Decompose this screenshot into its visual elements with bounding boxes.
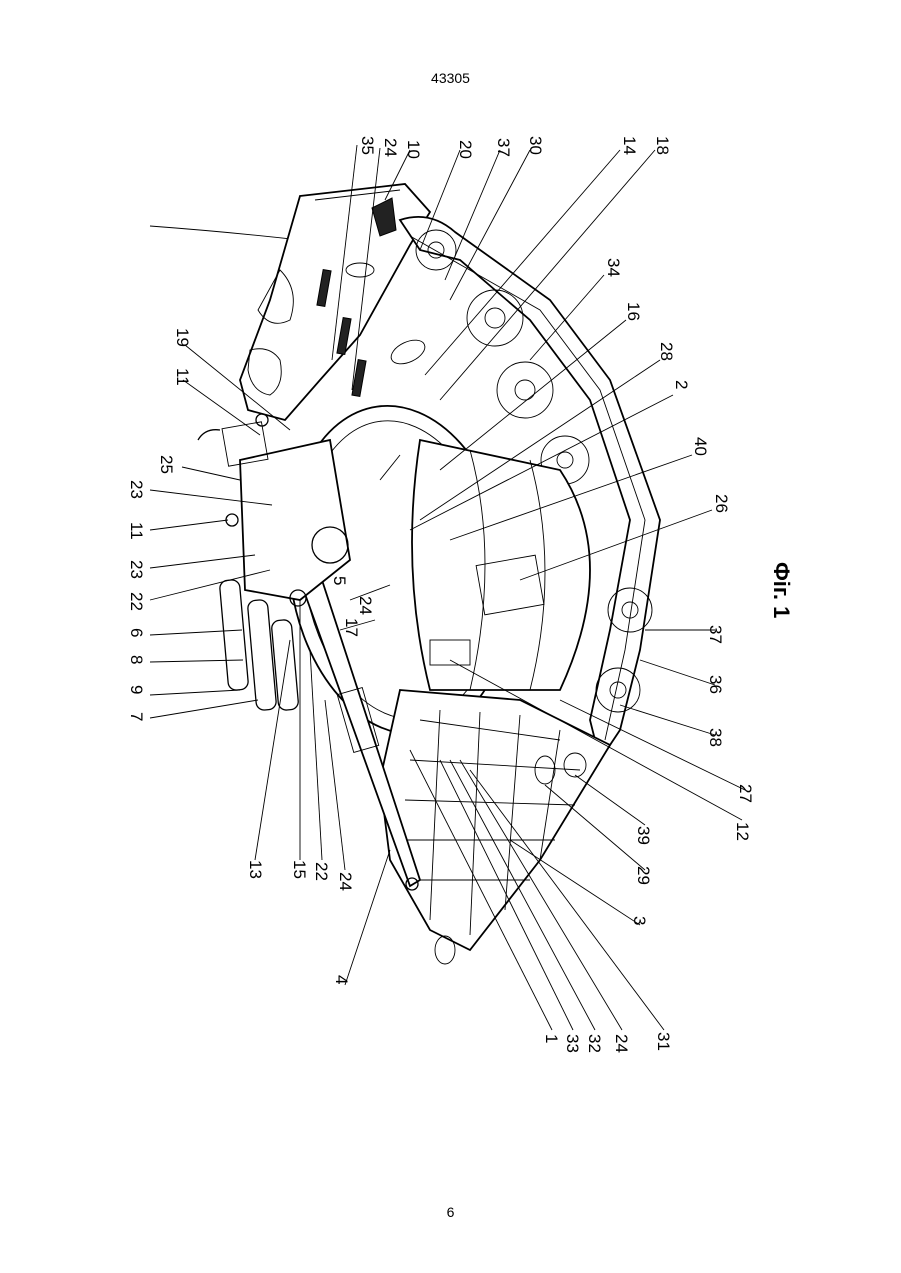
part-label: 18 xyxy=(653,136,672,155)
part-label: 28 xyxy=(657,342,676,361)
part-label: 31 xyxy=(654,1032,673,1051)
part-label: 7 xyxy=(127,712,146,721)
part-label: 10 xyxy=(404,140,423,159)
figure-caption: Фіг. 1 xyxy=(769,562,794,618)
part-label: 20 xyxy=(456,140,475,159)
part-label: 29 xyxy=(634,866,653,885)
part-label: 27 xyxy=(736,784,755,803)
part-label: 8 xyxy=(127,655,146,664)
part-label: 13 xyxy=(246,860,265,879)
labels-bottom-left: 13 15 22 24 4 xyxy=(246,860,355,984)
part-label: 30 xyxy=(526,136,545,155)
part-label: 17 xyxy=(342,618,361,637)
part-label: 23 xyxy=(127,480,146,499)
part-label: 14 xyxy=(620,136,639,155)
part-label: 11 xyxy=(173,368,192,386)
part-label: 24 xyxy=(381,138,400,157)
part-label: 16 xyxy=(624,302,643,321)
part-label: 12 xyxy=(733,822,752,841)
part-label: 19 xyxy=(173,328,192,347)
part-label: 37 xyxy=(706,625,725,644)
part-label: 26 xyxy=(712,494,731,513)
part-label: 3 xyxy=(630,916,649,925)
part-label: 33 xyxy=(563,1034,582,1053)
part-label: 24 xyxy=(356,596,375,615)
vehicle-illustration xyxy=(150,145,745,1030)
part-label: 6 xyxy=(127,628,146,637)
part-label: 22 xyxy=(312,862,331,881)
labels-left: 19 11 25 23 11 23 22 6 8 9 7 xyxy=(127,328,192,721)
part-label: 38 xyxy=(706,728,725,747)
part-label: 40 xyxy=(691,437,710,456)
part-label: 11 xyxy=(127,522,146,540)
part-label: 37 xyxy=(494,138,513,157)
part-label: 24 xyxy=(336,872,355,891)
part-label: 24 xyxy=(612,1034,631,1053)
part-label: 32 xyxy=(585,1034,604,1053)
part-label: 36 xyxy=(706,675,725,694)
part-label: 34 xyxy=(604,258,623,277)
labels-bottom: 1 33 32 24 31 3 29 39 12 27 38 36 37 xyxy=(542,625,755,1053)
part-label: 2 xyxy=(672,380,691,389)
part-label: 22 xyxy=(127,592,146,611)
part-label: 35 xyxy=(358,136,377,155)
part-label: 25 xyxy=(157,455,176,474)
part-label: 4 xyxy=(332,975,351,984)
part-label: 39 xyxy=(634,826,653,845)
part-label: 23 xyxy=(127,560,146,579)
part-label: 5 xyxy=(330,576,349,585)
page-footer-number: 6 xyxy=(0,1204,901,1220)
part-label: 15 xyxy=(290,860,309,879)
part-label: 1 xyxy=(542,1034,561,1043)
part-label: 9 xyxy=(127,685,146,694)
